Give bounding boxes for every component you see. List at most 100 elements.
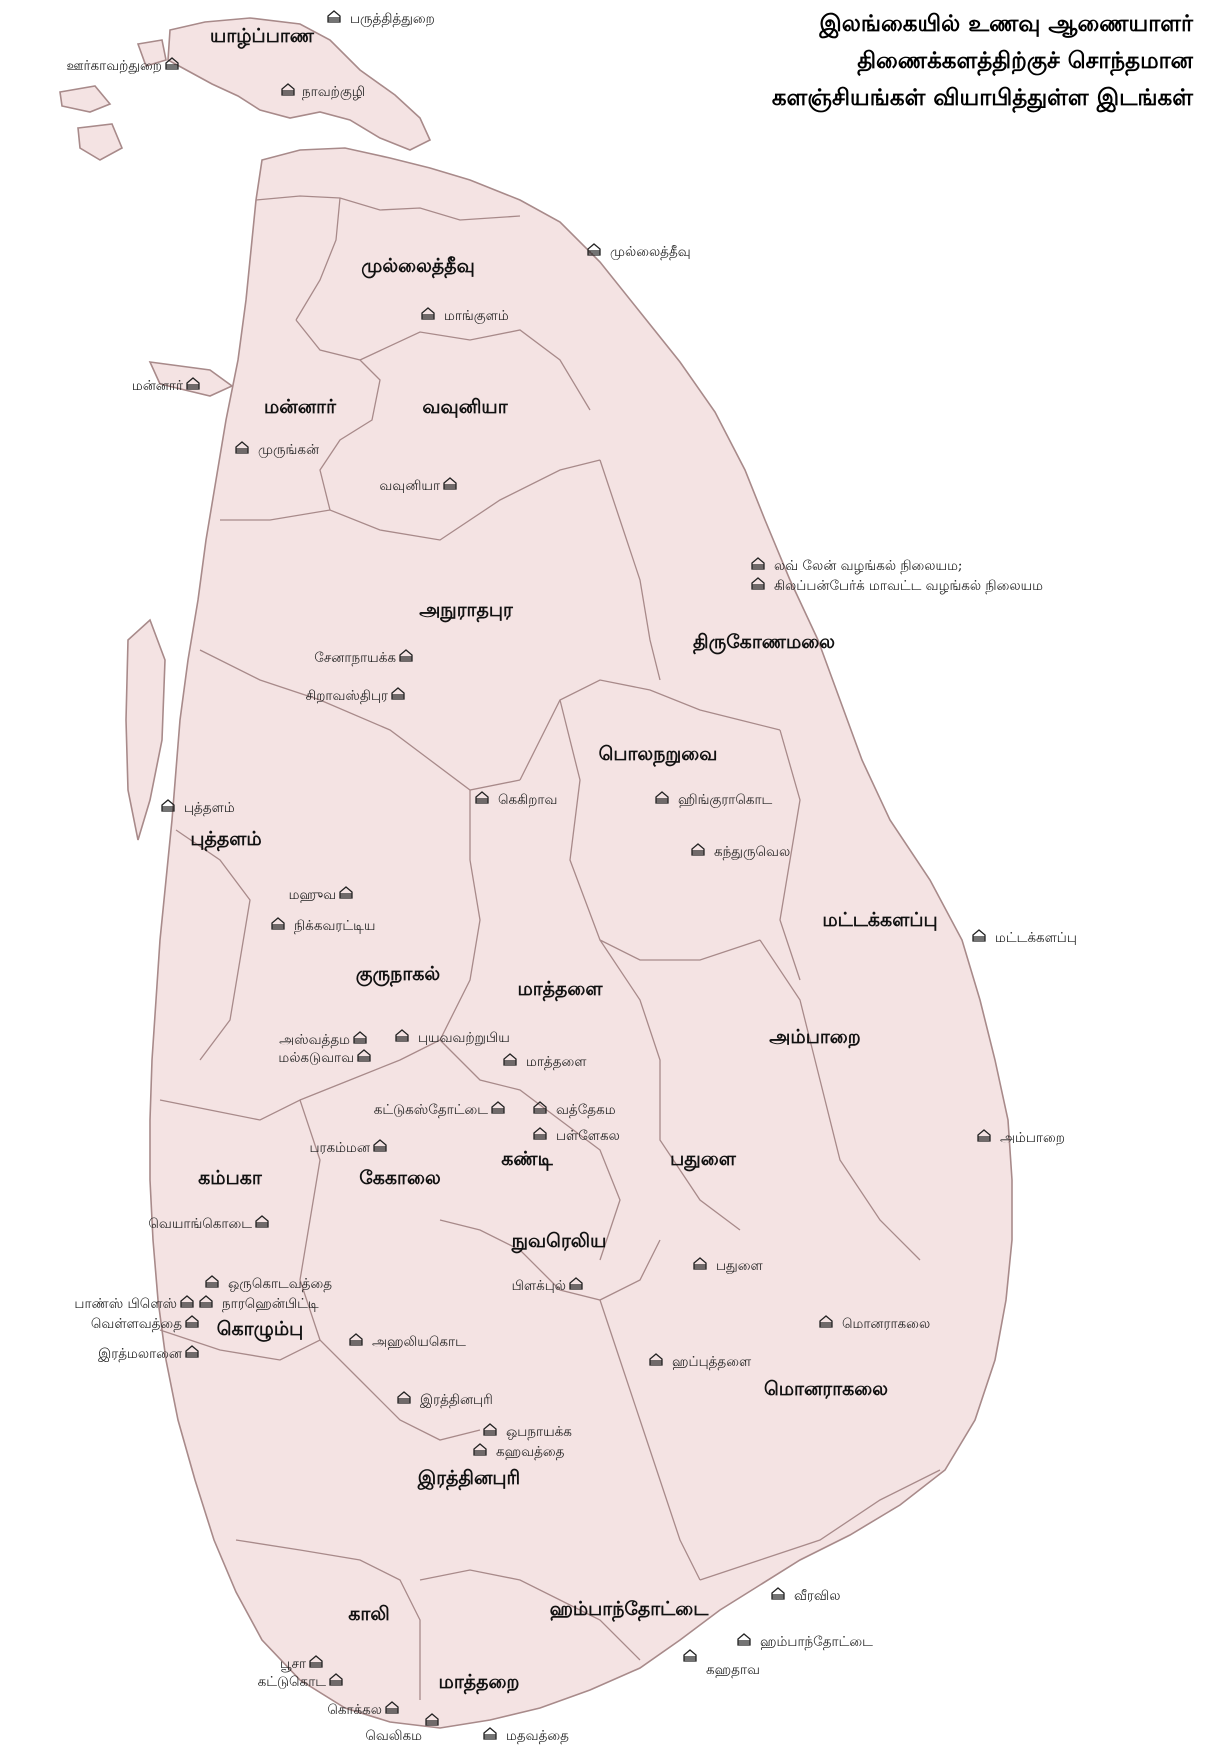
warehouse-icon <box>255 1215 269 1228</box>
jaffna-island-1 <box>59 85 112 113</box>
warehouse-icon <box>483 1423 497 1436</box>
warehouse-icon <box>443 477 457 490</box>
warehouse-icon <box>533 1127 547 1140</box>
warehouse-icon <box>649 1353 663 1366</box>
warehouse-icon <box>373 1139 387 1152</box>
district-label-mullaitivu: முல்லைத்தீவு <box>361 255 475 279</box>
store-label-haputale: ஹப்புத்தளை <box>672 1354 752 1370</box>
store-label-love-lane: லவ் லேன் வழங்கல் நிலையம; <box>774 558 962 574</box>
store-label-murunkan: முருங்கன் <box>258 442 320 458</box>
warehouse-icon <box>395 1029 409 1042</box>
store-label-ratnapura-store: இரத்தினபுரி <box>420 1392 493 1408</box>
warehouse-icon <box>655 791 669 804</box>
store-label-point-pedro: பருத்தித்துறை <box>350 11 435 27</box>
warehouse-icon <box>235 441 249 454</box>
warehouse-icon <box>491 1101 505 1114</box>
warehouse-icon <box>353 1031 367 1044</box>
store-label-paragammana: பரகம்மன <box>310 1140 371 1156</box>
district-label-kegalle: கேகாலை <box>359 1167 441 1189</box>
jaffna-peninsula <box>167 17 432 151</box>
store-label-ratmalana: இரத்மலானை <box>98 1346 183 1362</box>
district-label-anuradhapura: அநுராதபுர <box>419 599 514 623</box>
warehouse-icon <box>357 1049 371 1062</box>
store-label-narahenpita: நாரஹென்பிட்டி <box>222 1296 319 1312</box>
map-title: இலங்கையில் உணவு ஆணையாளர் திணைக்களத்திற்க… <box>593 6 1193 117</box>
warehouse-icon <box>425 1713 439 1726</box>
district-label-puttalam: புத்தளம் <box>190 828 261 852</box>
store-label-kattugastota: கட்டுகஸ்தோட்டை <box>374 1102 489 1118</box>
store-label-veyangoda: வெயாங்கொடை <box>148 1216 252 1232</box>
warehouse-icon <box>399 649 413 662</box>
kalpitiya-peninsula <box>125 618 166 841</box>
store-label-senanayake: சேனாநாயக்க <box>314 650 396 666</box>
warehouse-icon <box>569 1277 583 1290</box>
mainland <box>149 147 1013 1729</box>
warehouse-icon <box>161 799 175 812</box>
border-kurunegala-matale <box>299 790 481 1101</box>
store-label-clappenburg: கிலப்பன்பேர்க் மாவட்ட வழங்கல் நிலையம <box>774 578 1043 594</box>
store-label-blackpool: பிளக்புல் <box>512 1278 566 1294</box>
store-label-hingurakgoda: ஹிங்குராகொட <box>678 792 773 809</box>
store-label-monaragala-store: மொனராகலை <box>842 1316 930 1332</box>
jaffna-island-3 <box>136 39 167 67</box>
district-label-trincomalee: திருகோணமலை <box>693 631 835 655</box>
warehouse-icon <box>483 1727 497 1740</box>
border-anuradhapura-trinco <box>599 459 661 681</box>
district-label-ratnapura: இரத்தினபுரி <box>417 1467 520 1491</box>
warehouse-icon <box>329 1673 343 1686</box>
store-label-kayts: ஊர்காவற்துறை <box>66 58 162 74</box>
warehouse-icon <box>205 1275 219 1288</box>
district-label-ampara: அம்பாறை <box>769 1026 860 1048</box>
jaffna-island-2 <box>77 123 124 161</box>
border-gampaha-kegalle <box>159 1099 321 1341</box>
store-label-mannar-store: மன்னார் <box>132 378 184 394</box>
district-label-mannar: மன்னார் <box>264 396 337 418</box>
land-layer <box>59 17 1013 1729</box>
warehouse-icon <box>281 83 295 96</box>
warehouse-icon <box>977 1129 991 1142</box>
store-label-orugodawatta: ஒருகொடவத்தை <box>228 1276 332 1292</box>
border-mannar-anuradhapura <box>220 459 601 541</box>
store-label-deniyaya: மதவத்தை <box>506 1728 569 1744</box>
border-nuwaraeliya <box>439 1219 661 1301</box>
store-label-pelmadulla: ஒபநாயக்க <box>506 1424 572 1440</box>
border-vavuniya-east <box>359 329 591 411</box>
district-label-vavuniya: வவுனியா <box>422 396 508 418</box>
warehouse-icon <box>327 10 341 23</box>
store-label-kahawatta: கஹவத்தை <box>496 1444 565 1460</box>
map-title-line-2: திணைக்களத்திற்குச் சொந்தமான <box>857 48 1193 74</box>
warehouse-icon <box>180 1295 194 1308</box>
border-monaragala-hambantota <box>699 1469 941 1581</box>
district-label-monaragala: மொனராகலை <box>764 1378 888 1400</box>
store-label-boossa: பூசா <box>280 1656 307 1672</box>
district-label-colombo: கொழும்பு <box>217 1318 304 1342</box>
warehouse-icon <box>751 577 765 590</box>
district-label-badulla: பதுளை <box>670 1148 737 1172</box>
store-label-vavuniya-store: வவுனியா <box>379 478 441 494</box>
store-label-mullaitivu-store: முல்லைத்தீவு <box>610 244 691 260</box>
store-markers: பருத்தித்துறைஊர்காவற்துறைநாவற்குழிமுல்லை… <box>66 10 1077 1744</box>
district-label-polonnaruwa: பொலநறுவை <box>599 743 718 767</box>
district-label-kurunegala: குருநாகல் <box>356 963 441 987</box>
warehouse-icon <box>185 1345 199 1358</box>
border-colombo-ratnapura <box>159 1329 481 1441</box>
store-label-ampara-store: அம்பாறை <box>1000 1130 1065 1146</box>
store-label-badulla-store: பதுளை <box>716 1258 764 1274</box>
border-mullaitivu-west <box>295 197 341 321</box>
district-label-hambantota: ஹம்பாந்தோட்டை <box>550 1598 710 1622</box>
warehouse-icon <box>349 1333 363 1346</box>
border-mannar-vavuniya <box>295 319 381 511</box>
store-label-awissawella: அஹலியகொட <box>372 1334 466 1350</box>
border-ampara-badulla <box>759 939 921 1261</box>
store-label-malkaduwawa: மல்கடுவாவ <box>278 1050 354 1066</box>
warehouse-icon <box>693 1257 707 1270</box>
store-label-aswedduma: அஸ்வத்தம <box>279 1032 350 1048</box>
border-galle-matara <box>235 1539 421 1700</box>
border-puttalam-kurunegala <box>175 829 251 1061</box>
warehouse-icon <box>186 377 200 390</box>
store-label-weligama: வெலிகம <box>365 1728 422 1744</box>
store-label-puwakpitiya: புயவவற்றுபிய <box>418 1030 510 1046</box>
store-label-batticaloa-store: மட்டக்களப்பு <box>995 930 1077 946</box>
store-label-mankulam: மாங்குளம் <box>444 308 509 325</box>
